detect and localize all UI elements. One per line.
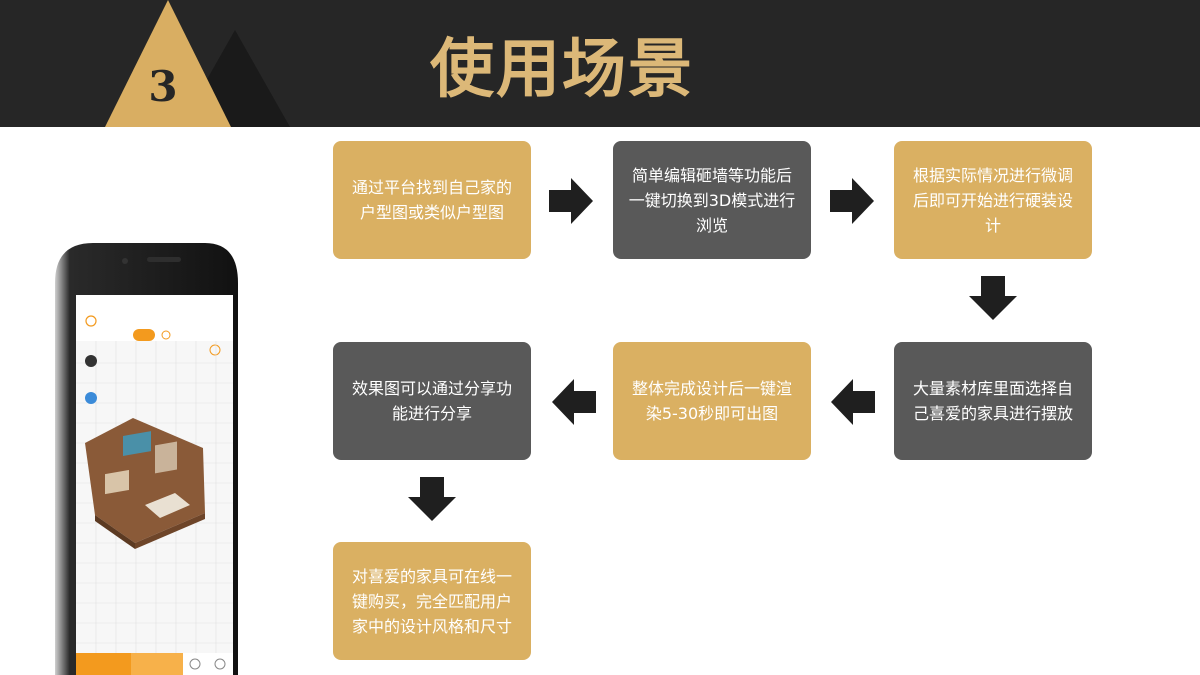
step-1-text: 通过平台找到自己家的户型图或类似户型图 bbox=[351, 178, 512, 222]
page-title: 使用场景 bbox=[430, 33, 694, 107]
step-5-text: 整体完成设计后一键渲染5-30秒即可出图 bbox=[631, 379, 792, 423]
arrow-down-icon bbox=[408, 477, 456, 521]
step-7-text: 对喜爱的家具可在线一键购买，完全匹配用户家中的设计风格和尺寸 bbox=[351, 566, 512, 636]
arrow-left-icon bbox=[831, 379, 875, 425]
step-3-text: 根据实际情况进行微调后即可开始进行硬装设计 bbox=[912, 165, 1073, 235]
step-5-box: 整体完成设计后一键渲染5-30秒即可出图 bbox=[613, 342, 811, 460]
step-1-box: 通过平台找到自己家的户型图或类似户型图 bbox=[333, 141, 531, 259]
step-2-box: 简单编辑砸墙等功能后一键切换到3D模式进行浏览 bbox=[613, 141, 811, 259]
step-6-text: 效果图可以通过分享功能进行分享 bbox=[351, 379, 512, 423]
step-2-text: 简单编辑砸墙等功能后一键切换到3D模式进行浏览 bbox=[628, 165, 796, 235]
smartphone-image bbox=[55, 243, 238, 675]
step-4-text: 大量素材库里面选择自己喜爱的家具进行摆放 bbox=[912, 379, 1073, 423]
arrow-right-icon bbox=[830, 178, 874, 224]
arrow-down-icon bbox=[969, 276, 1017, 320]
decorative-gold-triangle bbox=[105, 0, 231, 127]
section-number: 3 bbox=[148, 62, 178, 111]
arrow-right-icon bbox=[549, 178, 593, 224]
step-7-box: 对喜爱的家具可在线一键购买，完全匹配用户家中的设计风格和尺寸 bbox=[333, 542, 531, 660]
step-3-box: 根据实际情况进行微调后即可开始进行硬装设计 bbox=[894, 141, 1092, 259]
arrow-left-icon bbox=[552, 379, 596, 425]
step-4-box: 大量素材库里面选择自己喜爱的家具进行摆放 bbox=[894, 342, 1092, 460]
step-6-box: 效果图可以通过分享功能进行分享 bbox=[333, 342, 531, 460]
